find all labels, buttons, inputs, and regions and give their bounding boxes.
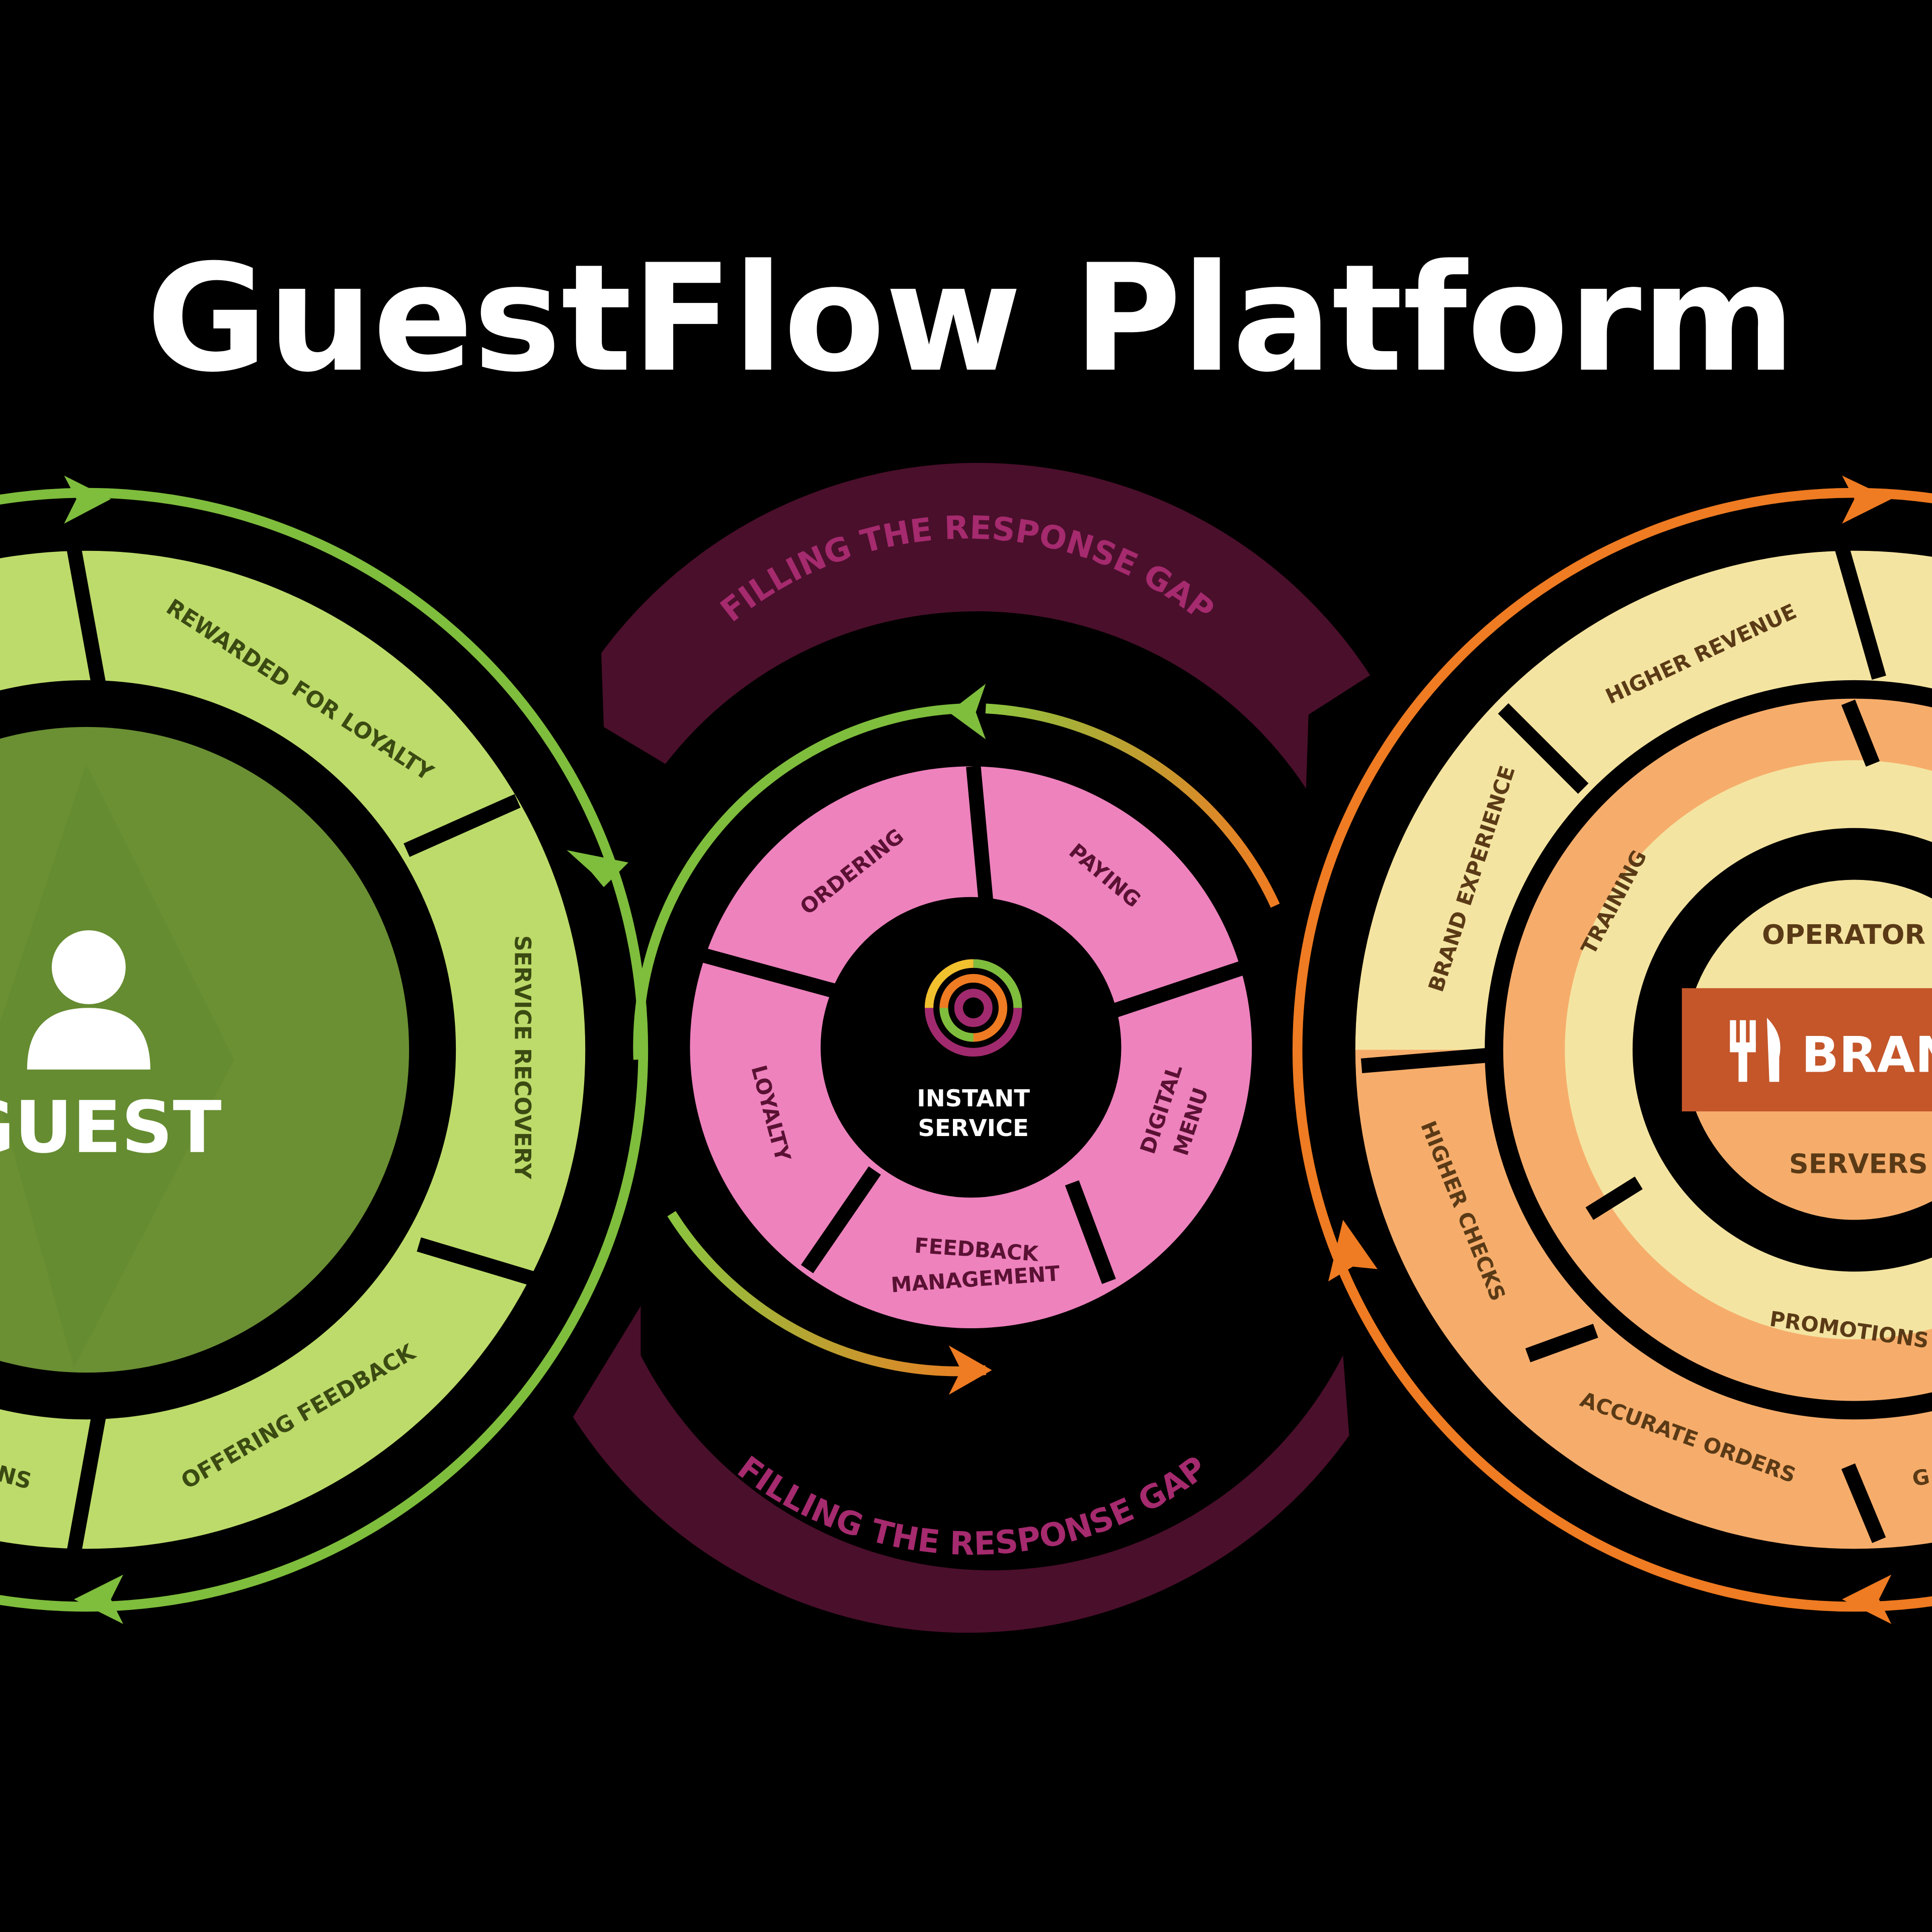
guest-segment-service-recovery: SERVICE RECOVERY — [510, 935, 535, 1180]
guest-segment-dividers — [66, 547, 544, 1554]
guest-arrow-bottom-icon — [73, 1574, 123, 1624]
instant-service-logo-icon — [924, 959, 1022, 1057]
brand-outer-dividers — [1360, 546, 1886, 1543]
page-title: GuestFlow Platform — [146, 233, 1796, 405]
instant-service-cycle: FILLING THE RESPONSE GAP FILLING THE RES… — [573, 462, 1371, 1633]
center-arrow-top-icon — [948, 684, 986, 740]
guest-arrow-top-icon — [64, 475, 111, 524]
center-core — [821, 897, 1121, 1198]
center-label-line1: INSTANT — [917, 1085, 1030, 1112]
brand-cycle: BRAN OPERATOR SERVERS HIGHER REVENUE BRA… — [1293, 475, 1932, 1624]
brand-arrow-left-icon — [1328, 1220, 1378, 1281]
fork-knife-icon — [1730, 1017, 1781, 1082]
brand-operators: OPERATOR — [1762, 919, 1925, 950]
center-arc-bottom — [667, 1211, 986, 1377]
brand-arrow-bottom-icon — [1842, 1574, 1892, 1624]
guest-label: GUEST — [0, 1086, 221, 1169]
brand-segment-g: G — [1910, 1464, 1931, 1491]
gap-band-bottom — [573, 1306, 1349, 1633]
brand-servers: SERVERS — [1789, 1148, 1928, 1179]
center-segment-dividers — [700, 765, 1247, 1284]
center-label-line2: SERVICE — [918, 1114, 1029, 1142]
brand-banner — [1681, 988, 1932, 1111]
gap-band-top — [601, 462, 1371, 789]
center-arc-top — [985, 703, 1280, 908]
person-icon — [27, 930, 150, 1070]
brand-label: BRAN — [1801, 1027, 1932, 1084]
center-arrow-bottom-icon — [948, 1345, 992, 1395]
guest-cycle: GUEST REWARDED FOR LOYALTY SERVICE RECOV… — [0, 475, 648, 1624]
brand-arrow-top-icon — [1842, 475, 1892, 524]
